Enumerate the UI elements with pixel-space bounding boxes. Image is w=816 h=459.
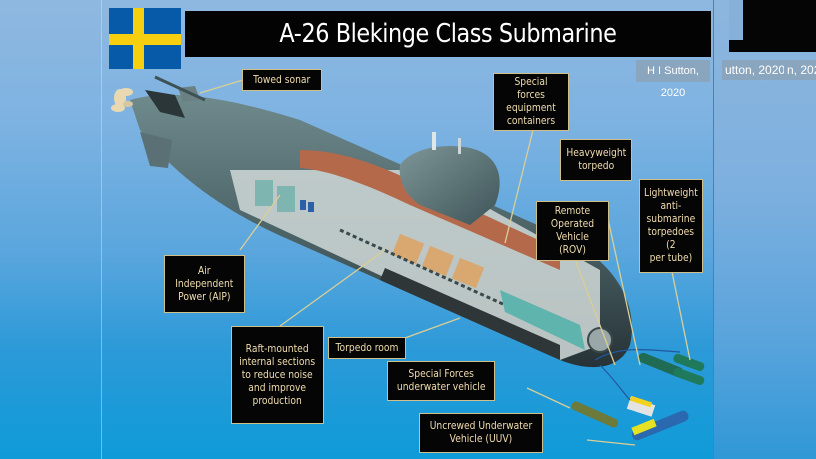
label-rov: Remote Operated Vehicle (ROV) xyxy=(536,201,609,261)
label-special-forces-containers: Special forces equipment containers xyxy=(493,73,569,131)
swedish-flag-icon xyxy=(109,8,181,69)
image-seam xyxy=(101,0,102,459)
label-text: Special Forces underwater vehicle xyxy=(396,369,486,393)
propeller xyxy=(111,88,133,112)
stern-fin xyxy=(140,132,172,168)
label-lightweight-torpedoes: Lightweight anti- submarine torpedoes (2… xyxy=(639,179,703,273)
duplicate-title-bar xyxy=(729,0,816,52)
deployed-vehicles xyxy=(571,349,705,441)
label-text: Lightweight anti- submarine torpedoes (2… xyxy=(644,188,698,264)
title-bar: A-26 Blekinge Class Submarine xyxy=(185,11,711,57)
hull xyxy=(130,94,632,368)
label-text: Torpedo room xyxy=(335,342,399,354)
label-text: Heavyweight torpedo xyxy=(566,148,626,172)
sail xyxy=(399,145,500,225)
page-title: A-26 Blekinge Class Submarine xyxy=(279,19,617,49)
author-credit: H I Sutton, 2020 xyxy=(636,60,710,99)
duplicate-credit-1: utton, 2020 xyxy=(722,60,786,80)
duplicate-credit-2: n, 2020 xyxy=(784,60,816,80)
label-aip: Air Independent Power (AIP) xyxy=(164,255,245,313)
label-text: Uncrewed Underwater Vehicle (UUV) xyxy=(429,421,533,445)
label-heavyweight-torpedo: Heavyweight torpedo xyxy=(560,139,632,181)
label-special-forces-vehicle: Special Forces underwater vehicle xyxy=(387,361,495,401)
label-towed-sonar: Towed sonar xyxy=(242,69,322,91)
label-text: Raft-mounted internal sections to reduce… xyxy=(239,343,316,407)
upper-fin xyxy=(145,90,185,118)
label-text: Remote Operated Vehicle (ROV) xyxy=(550,206,595,256)
label-text: Air Independent Power (AIP) xyxy=(175,265,234,303)
label-raft-mounted: Raft-mounted internal sections to reduce… xyxy=(231,326,324,424)
label-text: Towed sonar xyxy=(253,74,311,86)
label-uuv: Uncrewed Underwater Vehicle (UUV) xyxy=(419,413,543,453)
label-torpedo-room: Torpedo room xyxy=(328,337,406,359)
label-text: Special forces equipment containers xyxy=(506,77,556,127)
